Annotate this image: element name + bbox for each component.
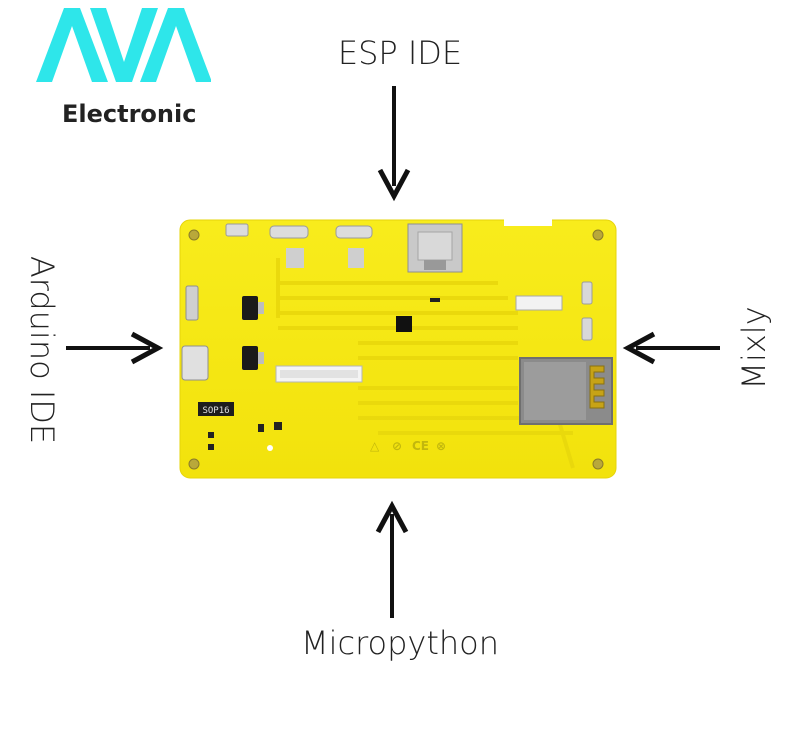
cert-mark-1: △: [370, 439, 380, 453]
arrow-top: [377, 86, 411, 202]
label-esp-ide: ESP IDE: [337, 34, 463, 72]
cert-mark-2: ⊘: [392, 439, 402, 453]
arrow-bottom: [375, 500, 409, 618]
chip-marking: SOP16: [202, 406, 229, 416]
label-mixly: Mixly: [735, 306, 773, 390]
cert-mark-4: ⊗: [436, 439, 446, 453]
arrow-left: [66, 331, 164, 365]
label-arduino-ide: Arduino IDE: [23, 255, 61, 445]
label-micropython: Micropython: [300, 624, 500, 662]
ava-logo: [36, 8, 211, 82]
logo-subtitle: Electronic: [62, 100, 197, 128]
pcb-board: SOP16 △ ⊘ CE ⊗: [179, 218, 617, 479]
arrow-right: [622, 331, 720, 365]
cert-mark-3: CE: [412, 439, 429, 453]
